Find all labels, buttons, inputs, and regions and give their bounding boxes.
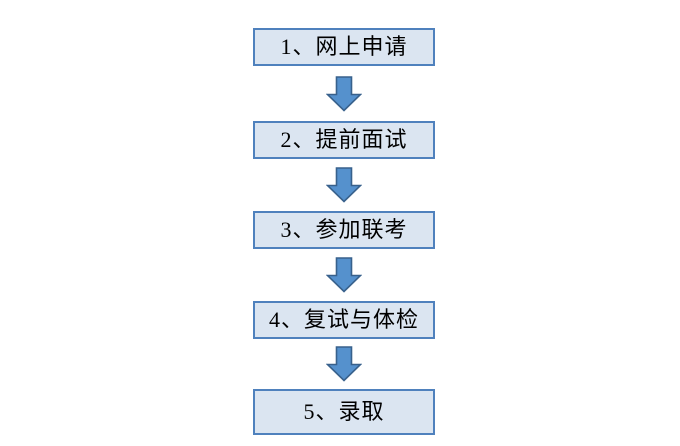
step-label: 3、参加联考	[280, 217, 408, 242]
down-arrow-icon	[326, 346, 362, 382]
step-box-early-interview: 2、提前面试	[253, 121, 435, 159]
step-box-joint-exam: 3、参加联考	[253, 211, 435, 249]
step-label: 2、提前面试	[280, 127, 408, 152]
down-arrow-icon	[326, 167, 362, 203]
step-label: 4、复试与体检	[268, 307, 419, 332]
step-label: 1、网上申请	[280, 34, 408, 59]
step-box-admission: 5、录取	[253, 389, 435, 435]
down-arrow-icon	[326, 257, 362, 293]
step-label: 5、录取	[303, 399, 385, 424]
down-arrow-icon	[326, 76, 362, 112]
step-box-online-application: 1、网上申请	[253, 28, 435, 66]
step-box-retest-physical: 4、复试与体检	[253, 301, 435, 339]
